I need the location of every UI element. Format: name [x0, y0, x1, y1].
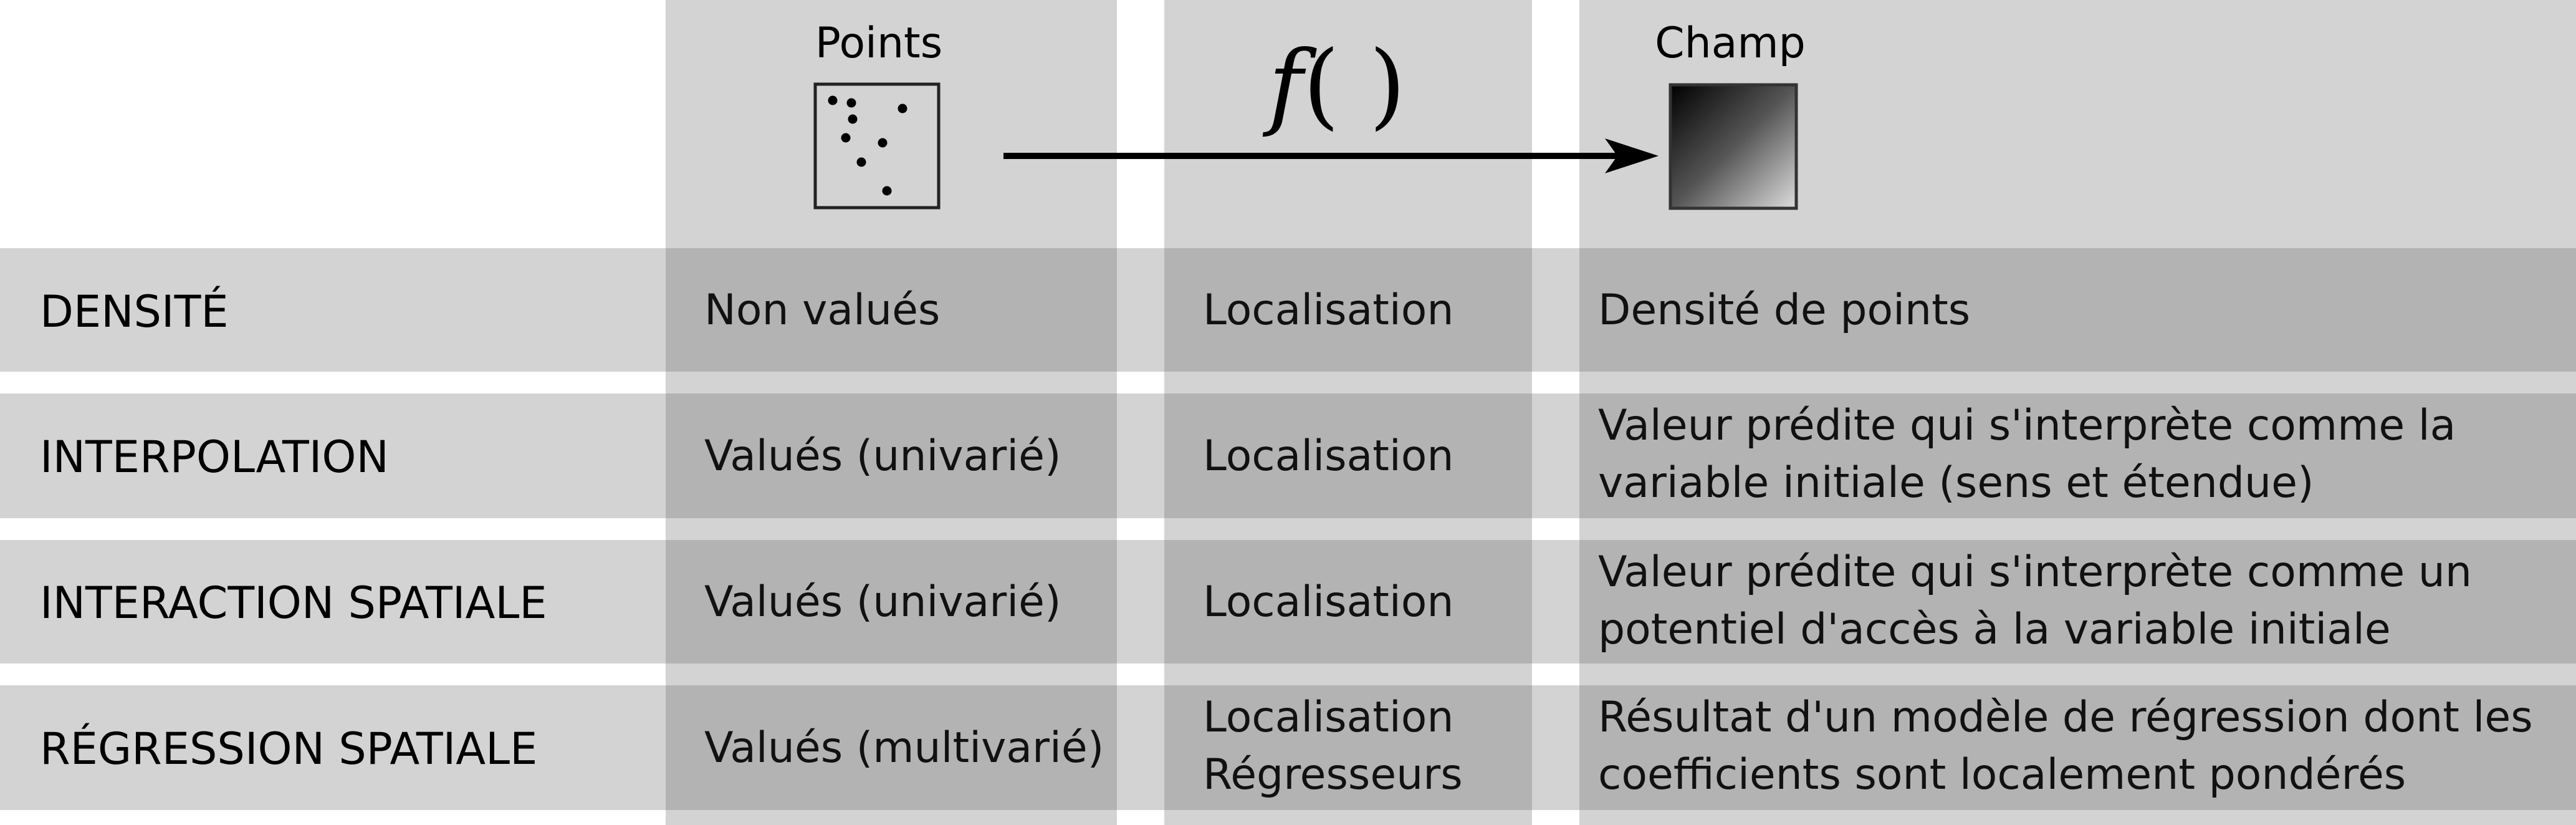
- output-line: coefficients sont localement pondérés: [1598, 750, 2406, 799]
- row-function-regression-spatiale: Localisation Régresseurs: [1203, 689, 1463, 804]
- cell-bg: [1579, 248, 2576, 372]
- function-label: f( ): [1268, 39, 1405, 132]
- points-icon: [813, 82, 941, 210]
- cell-bg: [1164, 540, 1532, 663]
- row-output-densite: Densité de points: [1598, 282, 1970, 339]
- output-line: variable initiale (sens et étendue): [1598, 458, 2314, 508]
- function-line: Localisation: [1203, 693, 1454, 742]
- row-title-regression-spatiale: RÉGRESSION SPATIALE: [40, 723, 538, 774]
- cell-bg: [1164, 393, 1532, 518]
- output-line: Valeur prédite qui s'interprète comme la: [1598, 401, 2456, 450]
- output-line: Valeur prédite qui s'interprète comme un: [1598, 548, 2472, 597]
- field-gradient-icon: [1669, 83, 1798, 210]
- function-line: Régresseurs: [1203, 750, 1463, 799]
- cell-bg: [1164, 685, 1532, 810]
- row-function-interaction-spatiale: Localisation: [1203, 574, 1454, 631]
- points-header-label: Points: [815, 19, 943, 68]
- cell-bg: [666, 248, 1117, 372]
- row-function-interpolation: Localisation: [1203, 428, 1454, 485]
- row-title-interpolation: INTERPOLATION: [40, 432, 389, 483]
- function-line: Localisation: [1203, 577, 1454, 627]
- cell-bg: [1579, 393, 2576, 518]
- function-line: Localisation: [1203, 432, 1454, 481]
- function-name: f: [1268, 31, 1303, 140]
- function-line: Localisation: [1203, 286, 1454, 335]
- row-input-interaction-spatiale: Valués (univarié): [704, 577, 1061, 627]
- arrow-right-icon: [1003, 138, 1659, 173]
- row-input-regression-spatiale: Valués (multivarié): [704, 723, 1104, 773]
- row-input-interpolation: Valués (univarié): [704, 432, 1061, 481]
- cell-bg: [1579, 685, 2576, 810]
- cell-bg: [1164, 248, 1532, 372]
- output-line: potentiel d'accès à la variable initiale: [1598, 605, 2391, 654]
- row-title-interaction-spatiale: INTERACTION SPATIALE: [40, 577, 547, 629]
- field-header-label: Champ: [1655, 19, 1806, 68]
- row-input-densite: Non valués: [704, 286, 941, 335]
- function-parens: ( ): [1303, 31, 1406, 140]
- row-function-densite: Localisation: [1203, 282, 1454, 339]
- cell-bg: [666, 685, 1117, 810]
- output-line: Résultat d'un modèle de régression dont …: [1598, 693, 2533, 742]
- output-line: Densité de points: [1598, 286, 1971, 335]
- row-output-interaction-spatiale: Valeur prédite qui s'interprète comme un…: [1598, 544, 2472, 659]
- cell-bg: [666, 540, 1117, 663]
- cell-bg: [1579, 540, 2576, 663]
- row-output-interpolation: Valeur prédite qui s'interprète comme la…: [1598, 397, 2456, 512]
- row-output-regression-spatiale: Résultat d'un modèle de régression dont …: [1598, 689, 2533, 804]
- cell-bg: [666, 393, 1117, 518]
- row-title-densite: DENSITÉ: [40, 286, 229, 337]
